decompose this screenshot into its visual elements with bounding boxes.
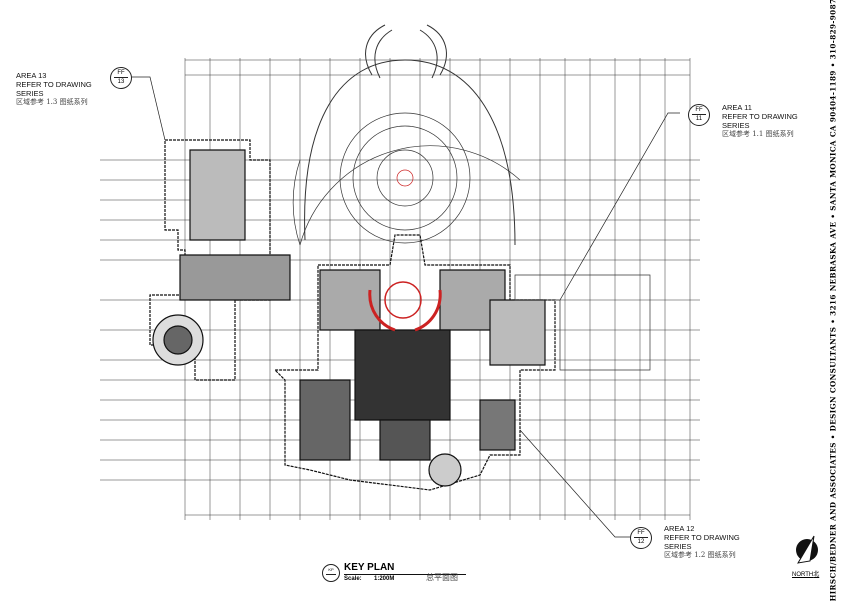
right-wing-outline (514, 274, 651, 371)
scale-label: Scale: (344, 576, 362, 582)
building-mass (149, 139, 556, 491)
tag-num: 11 (695, 116, 703, 122)
callout-area-12: AREA 12 REFER TO DRAWING SERIES 区域参考 1.2… (664, 524, 740, 560)
key-plan-tag: KP (322, 564, 340, 582)
tag-num: 13 (117, 79, 125, 85)
north-arrow: NORTH北 (792, 533, 822, 578)
north-chinese: 北 (813, 572, 820, 578)
tag-num: 12 (637, 539, 645, 545)
area-label: AREA 13 (16, 71, 47, 80)
callout-area-13: AREA 13 REFER TO DRAWING SERIES 区域参考 1.3… (16, 71, 92, 107)
refer-label: REFER TO DRAWING (722, 112, 798, 121)
tag-top: KP (326, 566, 336, 575)
chinese-label: 区域参考 1.3 图纸系列 (16, 98, 88, 106)
refer-label: REFER TO DRAWING (664, 533, 740, 542)
tag-top: FF (634, 529, 648, 538)
leader-lines (132, 76, 680, 538)
area-label: AREA 12 (664, 524, 695, 533)
north-text: NORTH (792, 572, 814, 578)
north-label: NORTH北 (792, 569, 819, 578)
red-accents (368, 281, 442, 332)
title-block: HIRSCH/BEDNER AND ASSOCIATES • DESIGN CO… (826, 0, 840, 601)
entry-stairs (365, 24, 447, 79)
chinese-label: 区域参考 1.1 图纸系列 (722, 130, 794, 138)
area-label: AREA 11 (722, 103, 752, 112)
key-plan-heading: KEY PLAN (344, 562, 395, 573)
north-arrow-icon (796, 535, 818, 564)
tag-top: FF (114, 69, 128, 78)
refer-label: REFER TO DRAWING (16, 80, 92, 89)
series-label: SERIES (16, 89, 44, 98)
scale-value: 1:200M (374, 576, 395, 582)
tag-top: FF (692, 106, 706, 115)
series-label: SERIES (722, 121, 750, 130)
series-label: SERIES (664, 542, 692, 551)
chinese-label: 区域参考 1.2 图纸系列 (664, 551, 736, 559)
callout-area-11: AREA 11 REFER TO DRAWING SERIES 区域参考 1.1… (722, 103, 798, 139)
dome-rotunda (292, 59, 521, 246)
firm-info: HIRSCH/BEDNER AND ASSOCIATES • DESIGN CO… (828, 0, 838, 601)
key-plan-chinese: 总平面图 (426, 573, 458, 582)
title-rule (344, 574, 466, 575)
